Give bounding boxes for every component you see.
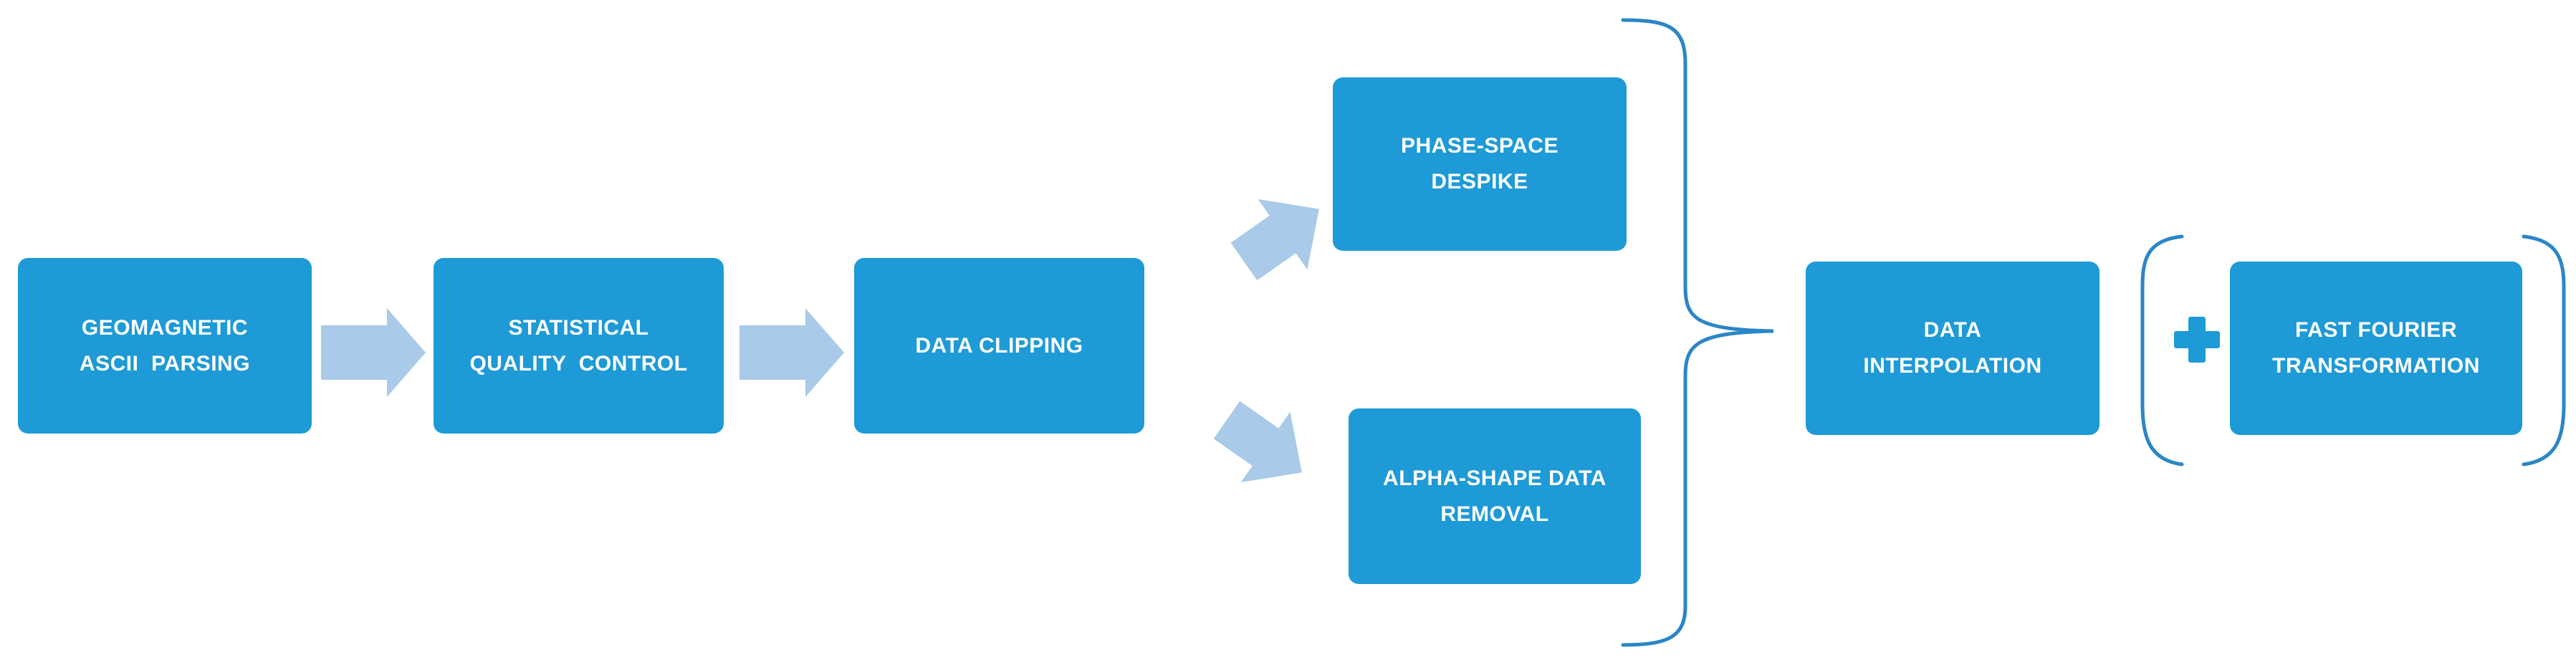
- box-label-line: GEOMAGNETIC: [81, 315, 249, 340]
- box-label-line: FAST FOURIER: [2294, 318, 2457, 342]
- arrow-diagonal-icon: [1230, 198, 1319, 281]
- box-geomagnetic-ascii-parsing: GEOMAGNETIC ASCII PARSING: [18, 258, 312, 434]
- box-fast-fourier-transformation: FAST FOURIER TRANSFORMATION: [2230, 262, 2522, 435]
- box-label-line: REMOVAL: [1440, 502, 1549, 526]
- box-label-line: STATISTICAL: [508, 315, 649, 340]
- box-label-line: INTERPOLATION: [1863, 354, 2042, 378]
- box-label-line: QUALITY CONTROL: [469, 351, 688, 375]
- box-label-line: TRANSFORMATION: [2272, 354, 2480, 378]
- box-label-line: DATA CLIPPING: [915, 333, 1083, 358]
- box-statistical-quality-control: STATISTICAL QUALITY CONTROL: [434, 258, 724, 434]
- parenthesis-icon: [2140, 234, 2184, 467]
- arrow-right-icon: [739, 308, 844, 397]
- box-alpha-shape-data-removal: ALPHA-SHAPE DATA REMOVAL: [1349, 408, 1641, 584]
- plus-icon: [2174, 317, 2220, 363]
- curly-brace-icon: [1621, 18, 1774, 647]
- box-data-clipping: DATA CLIPPING: [854, 258, 1144, 434]
- arrow-right-icon: [321, 308, 426, 397]
- parenthesis-icon: [2522, 234, 2566, 467]
- box-label-line: DESPIKE: [1431, 170, 1528, 193]
- box-label-line: DATA: [1923, 318, 1982, 342]
- box-data-interpolation: DATA INTERPOLATION: [1806, 262, 2099, 435]
- box-label-line: ALPHA-SHAPE DATA: [1383, 466, 1607, 490]
- arrow-diagonal-icon: [1213, 401, 1302, 483]
- box-phase-space-despike: PHASE-SPACE DESPIKE: [1333, 77, 1627, 251]
- box-label-line: ASCII PARSING: [79, 351, 251, 375]
- box-label-line: PHASE-SPACE: [1401, 134, 1558, 158]
